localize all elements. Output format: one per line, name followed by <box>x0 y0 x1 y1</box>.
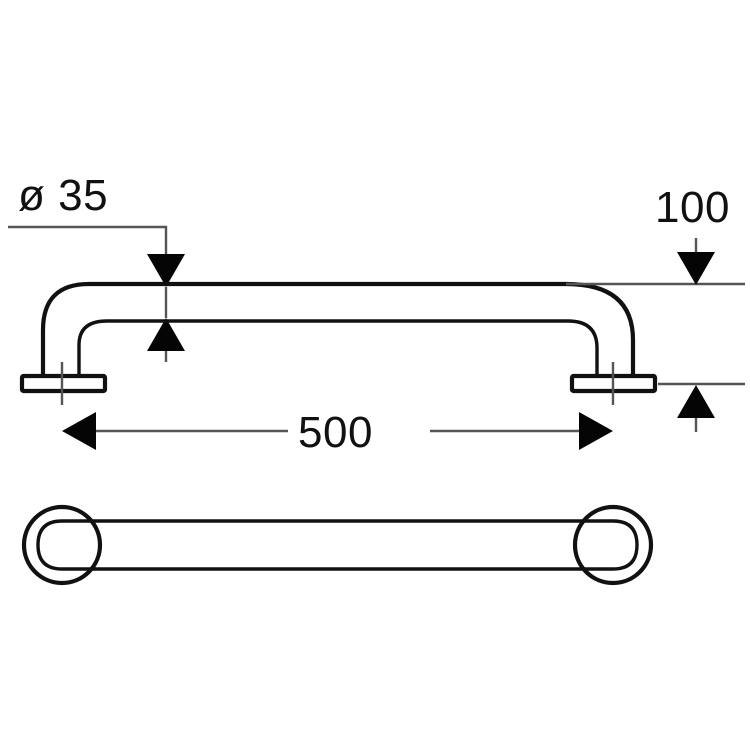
front-elevation-view <box>19 281 658 405</box>
diameter-arrow-upper <box>147 254 185 287</box>
length-arrow-left <box>62 412 96 450</box>
plan-flange-circle-left <box>21 504 103 586</box>
dimension-length-500: 500 <box>62 408 613 457</box>
length-label: 500 <box>298 408 373 457</box>
height-arrow-upper <box>677 252 715 285</box>
bar-outer-profile <box>40 281 636 378</box>
diameter-label: ø 35 <box>18 171 108 220</box>
diameter-arrow-lower <box>147 318 185 351</box>
plan-flange-circle-right <box>572 504 654 586</box>
dimension-diameter-35: ø 35 <box>8 171 185 362</box>
bar-inner-profile <box>77 319 599 378</box>
height-arrow-lower <box>677 385 715 418</box>
height-label: 100 <box>655 183 730 232</box>
plan-bar-body <box>36 519 639 571</box>
plan-view <box>21 504 654 586</box>
length-arrow-right <box>579 412 613 450</box>
flange-left <box>19 373 108 394</box>
dimension-height-100: 100 <box>566 183 745 432</box>
diameter-leader-line <box>8 225 168 262</box>
